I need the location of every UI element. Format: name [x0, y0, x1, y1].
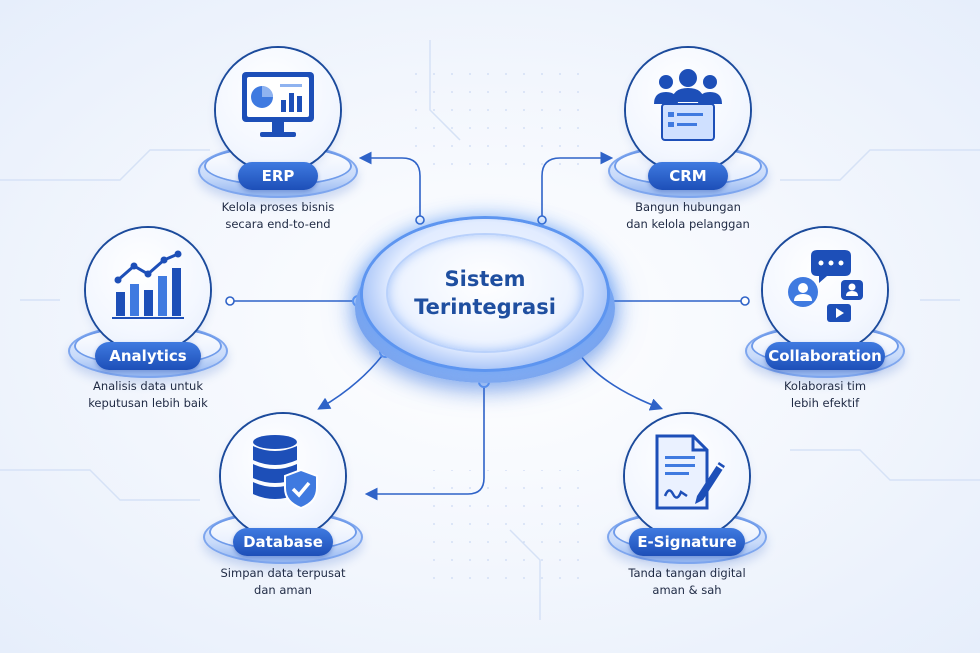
bar-chart-trend-icon — [112, 250, 184, 319]
module-crm: CRM — [608, 48, 768, 198]
esignature-description: Tanda tangan digital aman & sah — [628, 566, 746, 597]
crm-label: CRM — [648, 162, 728, 190]
module-database: Database — [203, 414, 363, 564]
customers-icon — [654, 69, 722, 141]
database-description: Simpan data terpusat dan aman — [220, 566, 346, 597]
collaboration-label: Collaboration — [765, 342, 885, 370]
module-esignature: E-Signature — [607, 414, 767, 564]
monitor-chart-icon — [242, 72, 314, 137]
central-hub: Sistem Terintegrasi — [355, 205, 615, 395]
erp-label: ERP — [238, 162, 318, 190]
esignature-label: E-Signature — [629, 528, 745, 556]
database-label: Database — [233, 528, 333, 556]
document-pen-icon — [655, 434, 725, 510]
hub-title-line1: Sistem — [444, 267, 526, 291]
chat-people-icon — [788, 250, 863, 322]
collaboration-description: Kolaborasi tim lebih efektif — [783, 379, 867, 410]
crm-description: Bangun hubungan dan kelola pelanggan — [626, 200, 750, 231]
hub-title-line2: Terintegrasi — [414, 295, 556, 319]
database-shield-icon — [253, 435, 318, 510]
analytics-description: Analisis data untuk keputusan lebih baik — [88, 379, 208, 410]
module-analytics: Analytics — [68, 228, 228, 378]
analytics-label: Analytics — [95, 342, 201, 370]
hub-center: Sistem Terintegrasi — [388, 235, 582, 351]
erp-description: Kelola proses bisnis secara end-to-end — [221, 200, 335, 231]
module-erp: ERP — [198, 48, 358, 198]
module-collaboration: Collaboration — [745, 228, 905, 378]
collaboration-dome — [763, 228, 887, 352]
